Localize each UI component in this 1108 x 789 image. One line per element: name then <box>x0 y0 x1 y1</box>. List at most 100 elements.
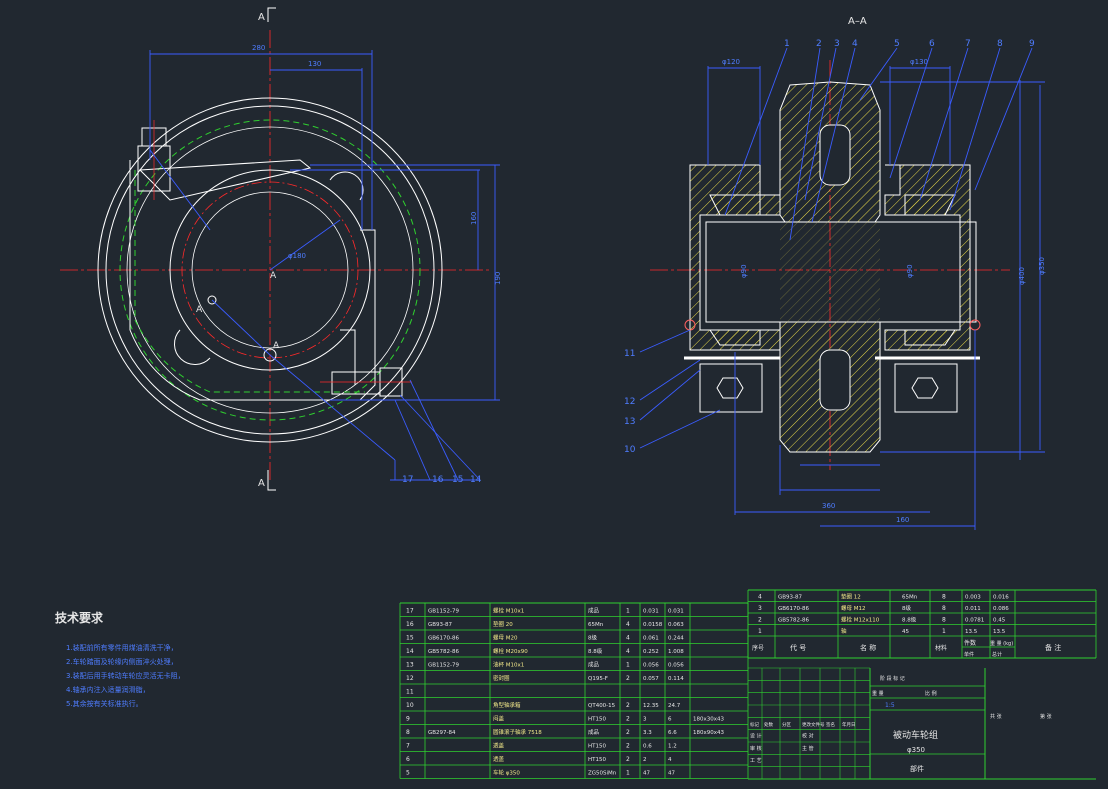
part-weight-total: 0.45 <box>993 618 1006 624</box>
wheel-outer-circle <box>97 97 443 443</box>
part-name: 圆锥滚子轴承 7518 <box>493 728 542 736</box>
part-name: 垫圈 12 <box>841 593 861 601</box>
section-title: A–A <box>848 16 867 27</box>
header-note: 备 注 <box>1045 643 1061 652</box>
tech-line-2: 2.车轮踏面及轮缘内侧面淬火处理， <box>66 657 178 666</box>
part-weight-total: 6.6 <box>668 730 677 736</box>
right-bearing-lower <box>904 329 956 346</box>
bolt-circle <box>181 181 359 359</box>
wheel-lower-recess <box>819 349 851 411</box>
section-arrow-bottom <box>267 470 276 491</box>
balloon-13: 13 <box>624 417 635 427</box>
part-weight-total: 0.114 <box>668 676 684 682</box>
dim-axle-left: φ90 <box>740 264 748 278</box>
tech-line-1: 1.装配前所有零件用煤油清洗干净， <box>66 643 178 652</box>
front-view: A A A A A <box>60 7 502 491</box>
dim-bore: φ180 <box>288 252 306 260</box>
part-no: 3 <box>758 605 762 612</box>
part-name: 轴 <box>841 627 847 635</box>
section-point-a3: A <box>270 271 277 281</box>
dim-width-2: 130 <box>308 60 321 68</box>
left-bearing-lower <box>709 329 761 346</box>
part-material: HT150 <box>588 744 606 750</box>
row-manager: 主 管 <box>802 745 814 752</box>
tech-line-4: 4.轴承内注入适量润滑脂， <box>66 685 150 694</box>
right-bearing <box>904 194 956 216</box>
left-bearing <box>709 194 761 216</box>
left-mount-foot <box>699 363 763 413</box>
part-material: 成品 <box>588 728 600 736</box>
dim-height-2: 160 <box>470 212 478 225</box>
row-design: 设 计 <box>750 733 762 740</box>
header-code: 代 号 <box>790 643 806 652</box>
part-material: HT150 <box>588 757 606 763</box>
part-code: GB6170-86 <box>428 636 460 642</box>
title-col: 分区 <box>782 721 791 728</box>
row-process: 工 艺 <box>750 758 762 764</box>
part-weight-total: 4 <box>668 757 672 763</box>
stage-mark: 阶 段 标 记 <box>880 675 905 682</box>
drawing-title: 被动车轮组 <box>893 729 938 741</box>
technical-requirements: 技术要求 1.装配前所有零件用煤油清洗干净， 2.车轮踏面及轮缘内侧面淬火处理，… <box>55 610 185 708</box>
right-nut <box>911 377 939 399</box>
part-name: 车轮 φ350 <box>493 769 520 777</box>
header-single: 单件 <box>964 651 974 658</box>
part-name: 透盖 <box>493 755 505 763</box>
row-check: 校 对 <box>802 733 814 740</box>
header-total: 总计 <box>992 651 1002 658</box>
sheet-count: 共 张 <box>990 713 1002 720</box>
wheel-upper-recess <box>819 124 851 186</box>
part-weight-total: 0.016 <box>993 595 1009 601</box>
part-qty: 4 <box>626 621 630 628</box>
part-name: 垫圈 20 <box>493 620 513 628</box>
part-material: 45 <box>902 629 909 635</box>
axle-hub-hatch <box>780 222 880 322</box>
section-view: A–A <box>624 16 1046 530</box>
tech-line-3: 3.装配后用手转动车轮应灵活无卡阻， <box>66 671 185 680</box>
weight-label: 重 量 <box>872 690 884 697</box>
part-note: 180x30x43 <box>693 717 725 723</box>
part-weight-single: 13.5 <box>965 629 978 635</box>
section-arrow-top <box>267 7 276 22</box>
part-no: 13 <box>406 662 414 669</box>
part-code: GB5782-86 <box>778 618 810 624</box>
header-qty: 件数 <box>964 639 976 647</box>
oil-hole <box>263 348 277 362</box>
balloon-8: 8 <box>997 39 1003 49</box>
part-material: HT150 <box>588 717 606 723</box>
part-code: GB5782-86 <box>428 649 460 655</box>
part-no: 15 <box>406 635 414 642</box>
row-review: 审 核 <box>750 745 762 752</box>
part-qty: 4 <box>626 635 630 642</box>
balloon-11: 11 <box>624 349 635 359</box>
hub-circle <box>169 169 371 371</box>
part-weight-single: 0.003 <box>965 595 981 601</box>
balloon-12: 12 <box>624 397 635 407</box>
part-weight-single: 0.252 <box>643 649 659 655</box>
part-weight-total: 24.7 <box>668 703 681 709</box>
part-name: 螺母 M20 <box>493 634 518 642</box>
part-qty: 8 <box>942 594 946 601</box>
part-weight-single: 3 <box>643 717 647 723</box>
part-no: 5 <box>406 770 410 777</box>
wheel-flange-circle <box>105 105 435 435</box>
sheet-number: 第 张 <box>1040 713 1052 720</box>
part-qty: 1 <box>626 662 630 669</box>
part-code: GB93-87 <box>428 622 453 628</box>
small-hole <box>207 295 217 305</box>
part-code: GB1152-79 <box>428 663 460 669</box>
part-code: GB297-84 <box>428 730 456 736</box>
drawing-kind: 部件 <box>910 764 924 773</box>
part-material: 成品 <box>588 607 600 615</box>
part-weight-total: 6 <box>668 717 672 723</box>
part-note: 180x90x43 <box>693 730 725 736</box>
part-no: 17 <box>406 608 414 615</box>
part-qty: 1 <box>626 770 630 777</box>
balloon-6: 6 <box>929 39 935 49</box>
part-no: 6 <box>406 756 410 763</box>
part-weight-total: 0.086 <box>993 606 1009 612</box>
part-qty: 2 <box>626 729 630 736</box>
